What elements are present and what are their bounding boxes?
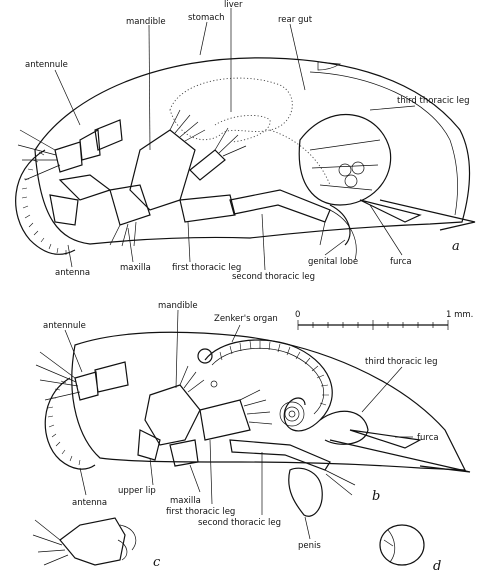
fig-a-ovary-1 (338, 163, 352, 177)
fig-b-zenkers-organ-bulb (197, 348, 213, 364)
fig-a-antennule-setae (17, 129, 61, 181)
fig-c-panel-letter: c (153, 555, 161, 570)
fig-a-liver (214, 114, 271, 143)
fig-a-rear-tip (379, 199, 476, 231)
fig-b-furca (349, 429, 422, 449)
fig-a-antenna (49, 174, 112, 226)
fig-a-second-leg-tip (319, 209, 357, 261)
fig-a-label-antennule: antennule (25, 60, 68, 70)
fig-b-coil-outer (279, 401, 305, 427)
fig-a-maxilla (109, 184, 151, 226)
fig-b-upper-lip (137, 429, 161, 461)
fig-b-maxilla (169, 439, 199, 467)
fig-d-panel-letter: d (433, 559, 441, 574)
fig-b-third-thoracic-leg (319, 410, 369, 445)
fig-a-furca (359, 199, 422, 223)
figure-c: c (32, 517, 161, 570)
fig-b-coil-mid (284, 406, 300, 422)
fig-a-label-rear-gut: rear gut (278, 15, 313, 25)
fig-b-rear-tip (329, 439, 471, 473)
fig-b-first-thoracic-leg (199, 399, 251, 441)
fig-a-antennule (54, 119, 123, 173)
fig-b-second-thoracic-leg (229, 439, 331, 471)
fig-a-label-genital-lobe: genital lobe (308, 257, 358, 267)
fig-a-label-stomach: stomach (188, 13, 225, 23)
fig-b-label-second-thoracic-leg: second thoracic leg (198, 518, 281, 528)
fig-b-antennule-setae (35, 351, 81, 401)
fig-b-rosette (210, 380, 218, 388)
scale-bar-start-label: 0 (295, 310, 300, 320)
fig-c-appendage (59, 517, 126, 566)
fig-a-third-thoracic-leg (298, 113, 392, 206)
fig-a-label-maxilla: maxilla (120, 263, 151, 273)
fig-b-coil-inner (288, 410, 296, 418)
figure-a: liver stomach rear gut mandible antennul… (15, 0, 476, 282)
fig-b-zenkers-organ (204, 339, 333, 432)
fig-a-label-third-thoracic-leg: third thoracic leg (397, 96, 470, 106)
fig-b-label-furca: furca (417, 433, 439, 443)
fig-a-label-liver: liver (224, 0, 243, 10)
fig-b-antennule (74, 361, 129, 401)
scale-bar: 0 1 mm. (295, 310, 473, 330)
fig-a-label-antenna: antenna (55, 268, 90, 278)
fig-b-shell (71, 331, 466, 471)
fig-a-maxilla-setae (109, 221, 137, 247)
fig-b-label-first-thoracic-leg: first thoracic leg (166, 507, 235, 517)
fig-a-label-mandible: mandible (126, 17, 166, 27)
fig-c-setae (32, 519, 69, 566)
fig-b-antenna-arc (44, 377, 96, 470)
fig-a-stomach (169, 77, 293, 141)
fig-b-panel-letter: b (372, 489, 380, 504)
fig-b-label-antenna: antenna (72, 498, 107, 508)
fig-a-second-thoracic-leg (229, 189, 331, 223)
fig-a-panel-letter: a (452, 239, 460, 254)
fig-b-label-mandible: mandible (158, 301, 198, 311)
fig-a-antenna-arc (15, 149, 76, 255)
fig-b-first-leg-setae (239, 389, 273, 425)
fig-b-penis-setae (324, 469, 356, 496)
fig-b-label-upper-lip: upper lip (118, 486, 156, 496)
fig-b-label-maxilla: maxilla (170, 496, 201, 506)
fig-b-leaders (64, 309, 413, 540)
fig-a-ovary-3 (344, 174, 358, 188)
fig-a-first-leg-setae (214, 127, 247, 157)
fig-a-leaders (54, 8, 416, 271)
fig-a-shell (34, 57, 471, 245)
figure-d: d (379, 524, 441, 574)
fig-b-zenkers-organ-ribs (219, 340, 329, 406)
fig-d-shell-inner (383, 529, 396, 563)
fig-b-label-penis: penis (298, 541, 321, 551)
fig-a-shell-rim (317, 61, 342, 71)
fig-b-penis (288, 467, 323, 517)
fig-b-label-third-thoracic-leg: third thoracic leg (365, 357, 438, 367)
fig-b-mandible-setae (179, 365, 205, 393)
fig-a-mandible (129, 129, 196, 211)
fig-a-rear-gut (269, 129, 331, 186)
fig-a-label-second-thoracic-leg: second thoracic leg (232, 272, 315, 282)
figure-b: Zenker's organ mandible antennule third … (35, 301, 471, 551)
fig-a-genital-lobe (329, 204, 351, 246)
fig-d-shell-outline (379, 524, 425, 566)
fig-a-shell-inner (309, 71, 458, 216)
scale-bar-end-label: 1 mm. (446, 310, 473, 320)
fig-a-mandible-setae (169, 109, 206, 142)
fig-b-label-antennule: antennule (43, 321, 86, 331)
fig-a-first-thoracic-leg (179, 149, 236, 223)
fig-b-label-zenkers-organ: Zenker's organ (214, 314, 278, 324)
fig-c-claw (117, 524, 137, 561)
fig-b-zenkers-organ-inner (211, 348, 324, 415)
fig-a-ovary-2 (351, 161, 365, 175)
fig-a-label-furca: furca (390, 257, 412, 267)
fig-a-label-first-thoracic-leg: first thoracic leg (172, 263, 241, 273)
fig-a-third-leg-segments (309, 139, 381, 191)
